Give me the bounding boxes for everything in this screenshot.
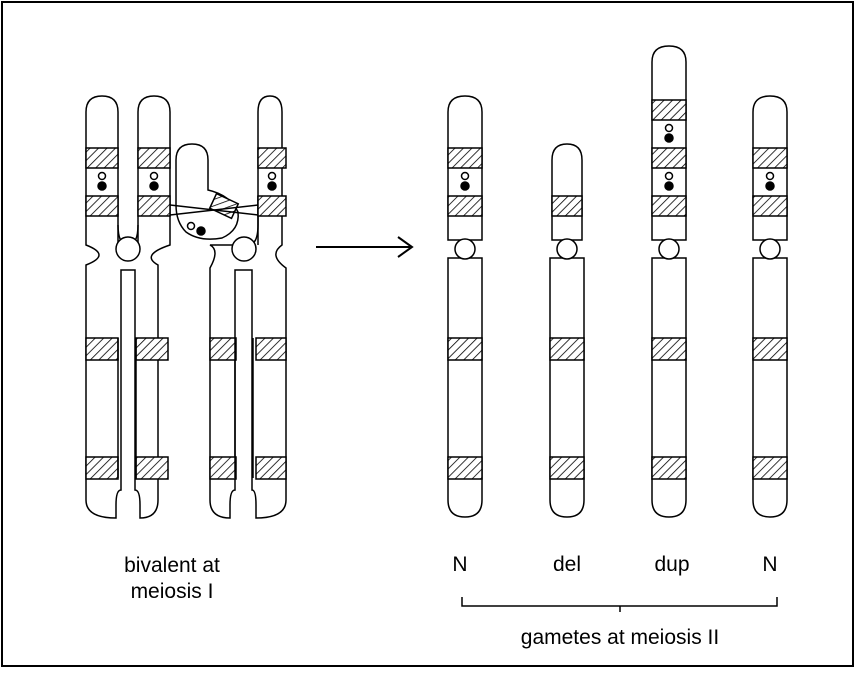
gamete-normal-2 — [753, 96, 787, 517]
gamete-label-n1: N — [430, 553, 490, 577]
gametes-caption: gametes at meiosis II — [470, 626, 770, 650]
bivalent-label: bivalent at meiosis I — [82, 553, 262, 605]
gamete-normal-1 — [448, 96, 482, 517]
gamete-label-del: del — [537, 553, 597, 577]
gamete-duplication — [652, 46, 686, 517]
bivalent-label-line1: bivalent at — [82, 553, 262, 579]
gamete-deletion — [550, 144, 584, 517]
gamete-label-n2: N — [740, 553, 800, 577]
bivalent-label-line2: meiosis I — [82, 579, 262, 605]
gamete-label-dup: dup — [636, 553, 708, 577]
